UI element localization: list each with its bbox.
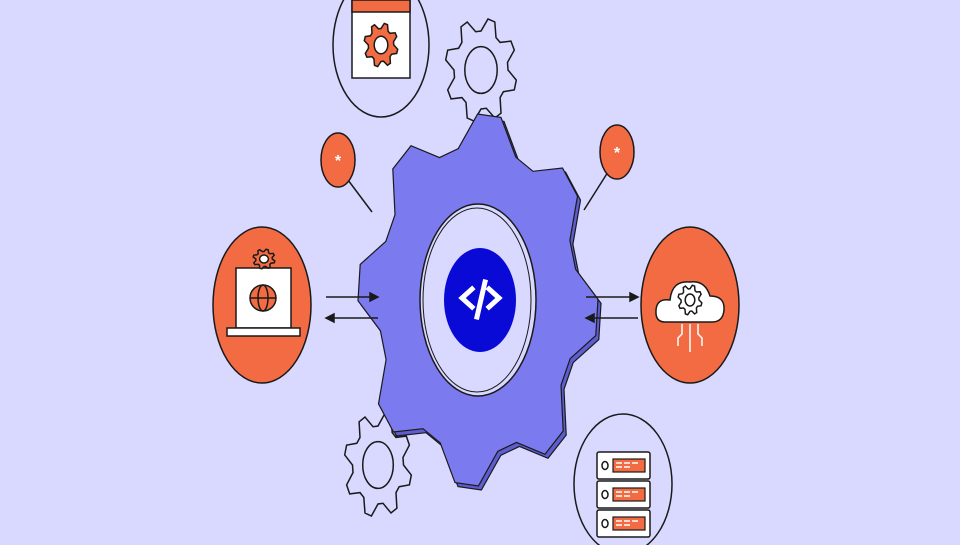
- connector-right: [583, 171, 609, 211]
- asterisk-node-left: *: [320, 132, 356, 188]
- gear-hole: [464, 45, 498, 95]
- main-gear: [357, 113, 602, 491]
- circuit-lines: [677, 324, 703, 352]
- svg-text:*: *: [335, 153, 342, 170]
- asterisk-node-right: *: [599, 124, 635, 180]
- gear-hole: [684, 293, 696, 307]
- server-stack-node: [573, 413, 673, 545]
- gear-icon: [363, 22, 399, 68]
- cloud-gear-node: [640, 226, 740, 384]
- bidirectional-arrows-right: [584, 291, 640, 324]
- server-unit: [596, 451, 651, 480]
- code-brackets-icon: [458, 279, 503, 320]
- laptop-globe-node: [212, 226, 312, 384]
- gear-shape: [444, 18, 518, 122]
- bidirectional-arrows-left: [324, 291, 380, 324]
- outline-gear-icon: [444, 18, 518, 122]
- gear-hole: [373, 35, 389, 55]
- globe-icon: [249, 284, 277, 312]
- connector-left: [344, 175, 373, 213]
- gear-hole: [361, 440, 395, 490]
- server-unit: [596, 480, 651, 509]
- svg-text:*: *: [614, 145, 621, 162]
- server-unit: [596, 509, 651, 538]
- browser-settings-node: [332, 0, 430, 118]
- gear-hole: [258, 254, 270, 264]
